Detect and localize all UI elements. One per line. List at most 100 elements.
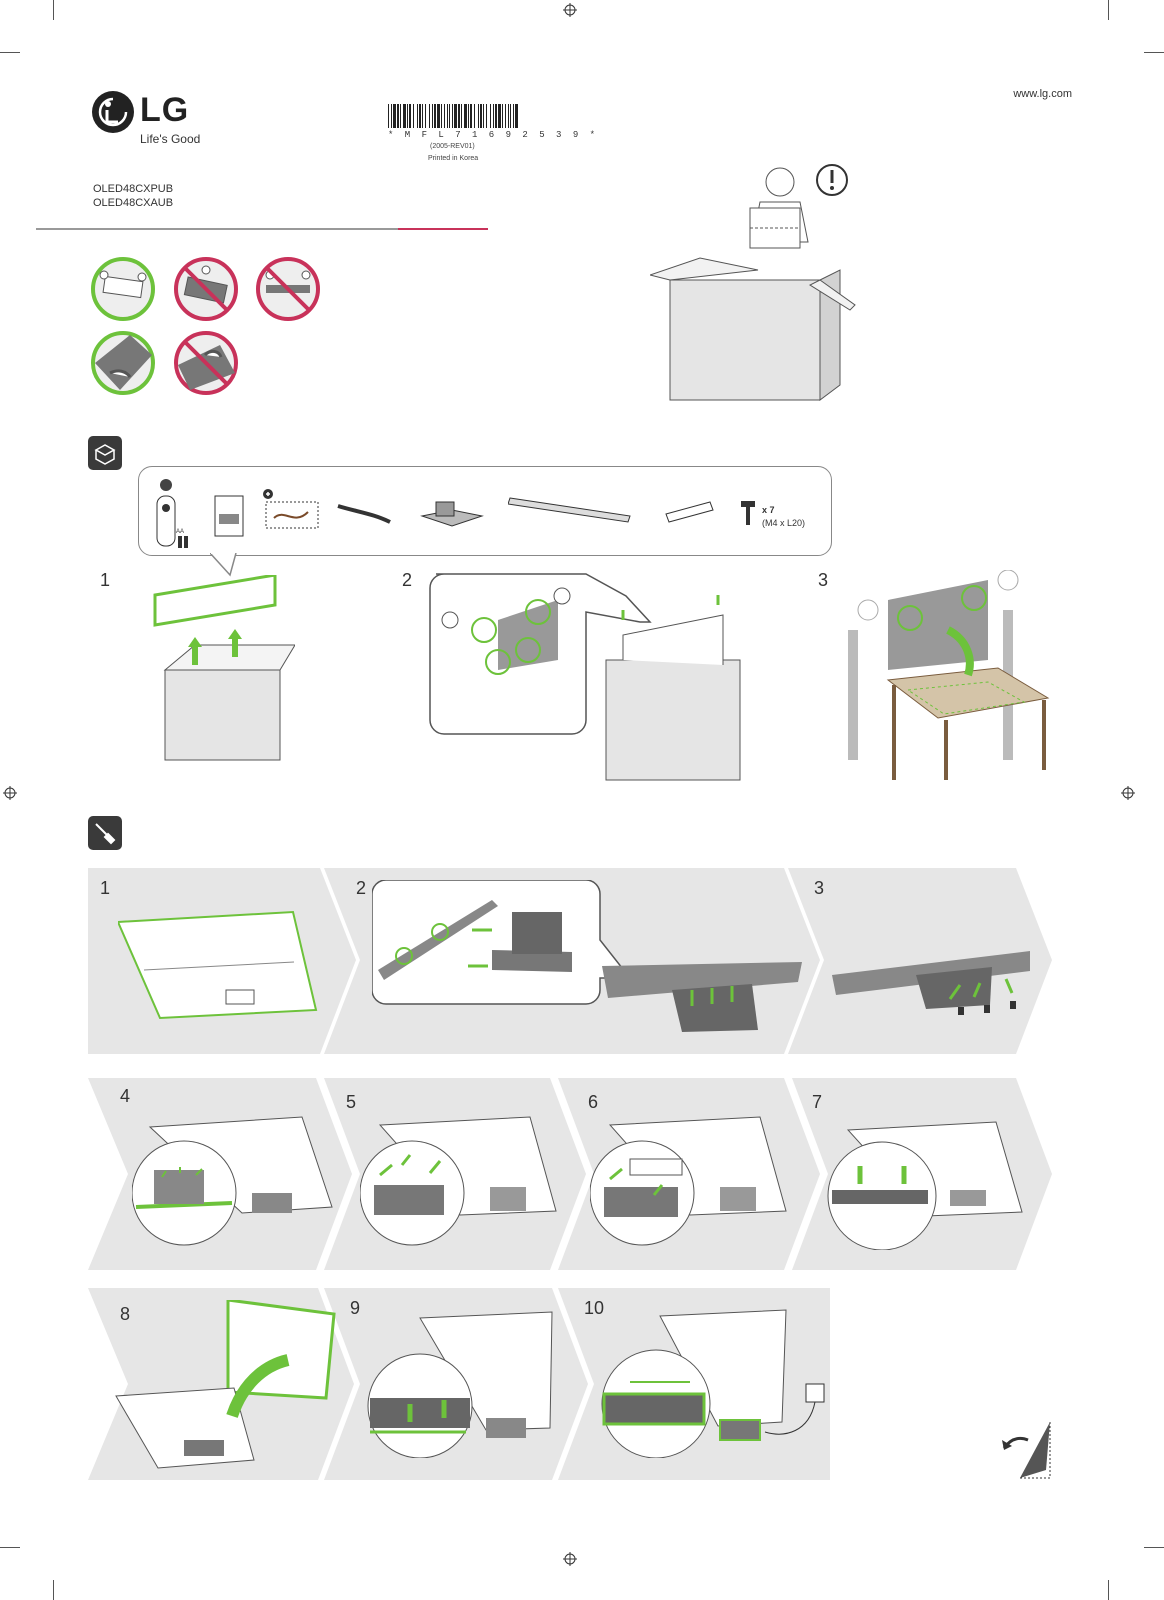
barcode-bar: [505, 104, 506, 128]
barcode-number: * M F L 7 1 6 9 2 5 3 9 *: [388, 130, 599, 140]
revision-code: (2005-REV01): [430, 143, 475, 150]
crop-mark: [1144, 52, 1164, 53]
brand-name: LG: [140, 91, 190, 129]
barcode-bar: [432, 104, 433, 128]
assembly-step-number: 6: [588, 1092, 599, 1112]
barcode-bar: [447, 104, 448, 128]
unpack-step-2-illustration: [429, 573, 741, 781]
correct-grip-icon: [91, 331, 155, 395]
model-number: OLED48CXAUB: [93, 197, 174, 209]
barcode-bar: [495, 104, 497, 128]
unpack-step-1-illustration: [153, 575, 295, 761]
barcode-bar: [409, 104, 411, 128]
assembly-step-number: 7: [812, 1092, 823, 1112]
registration-mark-top: [563, 3, 577, 17]
barcode-bar: [407, 104, 408, 128]
accessories-callout-tail: [210, 553, 237, 577]
handling-guide: [91, 257, 320, 395]
barcode-bar: [419, 104, 421, 128]
barcode-bar: [425, 104, 426, 128]
crop-mark: [1144, 1547, 1164, 1548]
assembly-step-number: 3: [814, 878, 825, 898]
barcode-bar: [422, 104, 423, 128]
barcode-bar: [461, 104, 462, 128]
barcode-bar: [388, 104, 389, 128]
stand-body-icon: [508, 497, 631, 523]
barcode-bar: [513, 104, 514, 128]
printed-in: Printed in Korea: [428, 155, 479, 162]
assembly-step-number: 8: [120, 1304, 131, 1324]
stand-base-icon: [420, 501, 484, 527]
model-number: OLED48CXPUB: [93, 183, 174, 195]
assembly-step-number: 10: [584, 1298, 605, 1318]
unpacking-section-icon: [88, 436, 122, 470]
screw-count: x 7: [762, 505, 775, 515]
barcode-bar: [413, 104, 414, 128]
assembly-step-6-illustration: [590, 1116, 787, 1246]
barcode-bar: [464, 104, 467, 128]
cable-holder-icon: [263, 489, 319, 529]
unpack-step-number: 1: [100, 570, 111, 590]
assembly-step-10-illustration: [601, 1309, 825, 1458]
barcode-bar: [480, 104, 482, 128]
barcode-bar: [478, 104, 479, 128]
barcode-bar: [508, 104, 509, 128]
barcode-bar: [417, 104, 418, 128]
website-url: www.lg.com: [1013, 88, 1072, 100]
wrong-grip-icon: [174, 331, 238, 395]
registration-mark-bottom: [563, 1552, 577, 1566]
cover-icon: [665, 501, 714, 523]
barcode-bar: [474, 104, 475, 128]
barcode-bar: [515, 104, 518, 128]
barcode-bar: [391, 104, 392, 128]
lg-logo-icon: [92, 91, 134, 133]
unpack-step-number: 3: [818, 570, 829, 590]
barcode-bar: [444, 104, 445, 128]
registration-mark-left: [3, 786, 17, 800]
barcode-bar: [400, 104, 401, 128]
barcode-bar: [454, 104, 457, 128]
barcode-bar: [470, 104, 472, 128]
correct-carry-icon: [91, 257, 155, 321]
assembly-step-8-illustration: [115, 1300, 336, 1469]
assembly-step-5-illustration: [360, 1116, 557, 1246]
barcode-bar: [486, 104, 487, 128]
barcode-bar: [449, 104, 450, 128]
barcode-bar: [429, 104, 430, 128]
assembly-step-number: 2: [356, 878, 367, 898]
manual-icon: [214, 495, 244, 537]
assembly-step-2-illustration: [372, 880, 802, 1032]
barcode-bar: [490, 104, 491, 128]
wrong-carry-vertical-icon: [174, 257, 238, 321]
barcode-bar: [403, 104, 406, 128]
unpack-step-3-illustration: [848, 570, 1050, 780]
assembly-section-icon: [88, 816, 122, 850]
barcode-bar: [502, 104, 503, 128]
barcode-bar: [458, 104, 460, 128]
remote-control-icon: [156, 479, 188, 548]
crop-mark: [1108, 1580, 1109, 1600]
crop-mark: [1108, 0, 1109, 20]
assembly-step-9-illustration: [367, 1311, 553, 1458]
assembly-step-number: 1: [100, 878, 111, 898]
barcode: [388, 104, 518, 128]
registration-mark-right: [1121, 786, 1135, 800]
assembly-step-number: 5: [346, 1092, 357, 1112]
page-turn-icon: [1002, 1422, 1051, 1479]
crop-mark: [0, 52, 20, 53]
assembly-step-7-illustration: [827, 1121, 1023, 1250]
crop-mark: [53, 0, 54, 20]
barcode-bar: [393, 104, 396, 128]
brand-tagline: Life's Good: [140, 132, 201, 146]
accessories-panel: [138, 466, 832, 556]
screw-spec: (M4 x L20): [762, 518, 806, 528]
barcode-bar: [483, 104, 484, 128]
barcode-bar: [437, 104, 440, 128]
battery-label: AA: [176, 529, 185, 535]
barcode-bar: [434, 104, 436, 128]
assembly-step-number: 9: [350, 1298, 361, 1318]
assembly-step-4-illustration: [132, 1116, 333, 1246]
open-box: [650, 257, 856, 401]
cable-management-clip-icon: [337, 504, 391, 524]
crop-mark: [0, 1547, 20, 1548]
